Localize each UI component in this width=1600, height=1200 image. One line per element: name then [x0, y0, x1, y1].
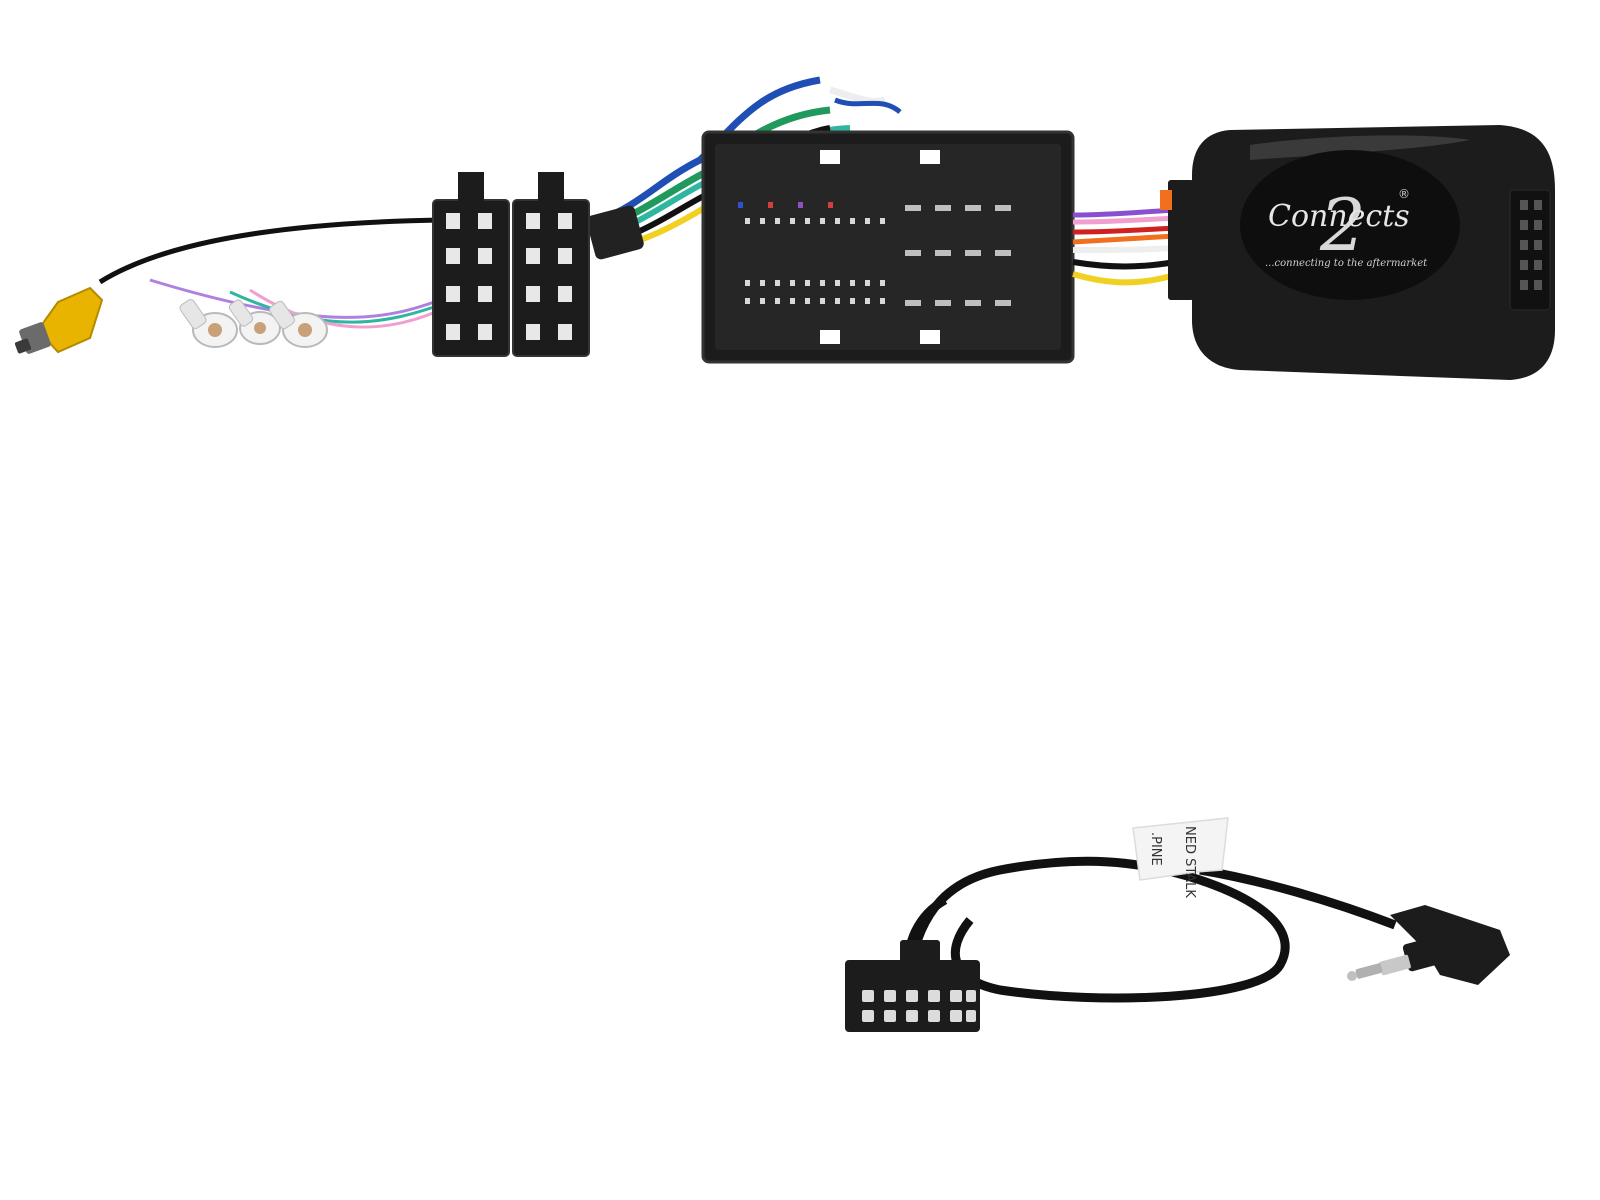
jack-plug: [1347, 905, 1510, 985]
cable-label-line2: NED STALK: [1182, 826, 1197, 898]
vehicle-connector-large-pins: [905, 205, 1011, 306]
iso-connector-left: [432, 199, 510, 357]
main-harness: 2 Connects ® ...connecting to the afterm…: [14, 76, 1555, 380]
inline-connectors: [179, 299, 328, 348]
logo-numeral: 2: [1319, 183, 1366, 267]
twelve-pin-connector: [845, 940, 980, 1032]
cable-label: .PINE NED STALK: [1132, 817, 1229, 898]
inline-connector-3: [269, 300, 328, 348]
rca-plug: [14, 286, 104, 354]
inline-connector-2: [228, 299, 281, 345]
vehicle-connector-pins: [745, 218, 885, 304]
inline-connector-1: [179, 299, 238, 348]
patch-lead-cable: [905, 856, 1290, 1003]
twelve-pin-connector-pins: [862, 990, 976, 1022]
logo-brand: Connects: [1268, 199, 1410, 234]
logo-tagline: ...connecting to the aftermarket: [1265, 258, 1428, 269]
wire-bundle-right: [1072, 180, 1194, 300]
logo-registered: ®: [1398, 187, 1410, 201]
interface-box: 2 Connects ® ...connecting to the afterm…: [1192, 125, 1555, 380]
violet-wire: [149, 278, 441, 319]
teal-wire: [229, 290, 441, 324]
iso-connector: [432, 172, 590, 357]
interface-box-port: [1520, 200, 1542, 290]
rca-cable: [98, 217, 441, 285]
iso-connector-right: [512, 199, 590, 357]
vehicle-connector: [701, 130, 1075, 364]
patch-lead: .PINE NED STALK: [845, 817, 1510, 1032]
logo-badge: [1240, 150, 1460, 300]
cable-label-line1: .PINE: [1148, 832, 1163, 866]
iso-pins: [446, 213, 572, 340]
